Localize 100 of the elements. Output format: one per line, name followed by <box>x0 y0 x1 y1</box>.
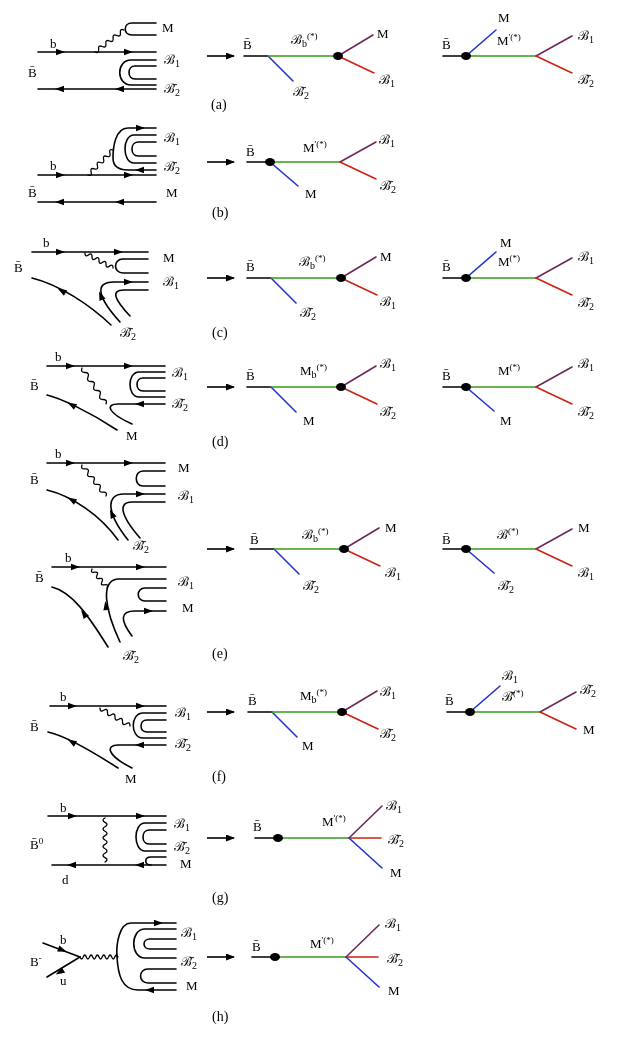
particle-label: M <box>162 20 174 36</box>
particle-label: ℬ̄$_{2}$ <box>174 839 190 855</box>
particle-label: B̄ <box>248 693 257 709</box>
particle-label: B$^{-}$ <box>30 954 42 970</box>
particle-label: ℬ̄$_{2}$ <box>303 578 319 594</box>
particle-label: B̄ <box>442 368 451 384</box>
particle-label: ℬ̄$_{2}$ <box>133 538 149 554</box>
particle-label: M$^{'(*)}$ <box>322 814 346 830</box>
particle-label: M <box>302 738 314 754</box>
particle-label: d <box>62 872 69 888</box>
particle-label: b <box>43 235 50 251</box>
particle-label: ℬ$_{1}$ <box>163 274 179 290</box>
particle-label: M <box>303 413 315 429</box>
particle-label: ℬ̄$_{2}$ <box>387 951 403 967</box>
particle-label: M <box>578 520 590 536</box>
particle-label: B̄ <box>28 185 37 201</box>
particle-label: b <box>60 689 67 705</box>
particle-label: M <box>380 249 392 265</box>
particle-label: B̄ <box>442 532 451 548</box>
particle-label: B̄$^{0}$ <box>30 837 44 853</box>
particle-label: M$^{'(*)}$ <box>303 140 327 156</box>
particle-label: b <box>60 800 67 816</box>
particle-label: ℬ$_{1}$ <box>174 816 190 832</box>
particle-label: B̄ <box>246 368 255 384</box>
panel-label: (h) <box>212 1009 229 1025</box>
particle-label: ℬ̄$_{2}$ <box>580 682 596 698</box>
particle-label: ℬ$_{1}$ <box>379 132 395 148</box>
particle-label: M$^{'(*)}$ <box>310 936 334 952</box>
particle-label: b <box>50 36 57 52</box>
particle-label: M <box>166 185 178 201</box>
particle-label: M <box>163 250 175 266</box>
particle-label: M <box>126 428 138 444</box>
particle-label: B̄ <box>445 693 454 709</box>
particle-label: M <box>385 520 397 536</box>
particle-label: ℬ̄$_{2}$ <box>164 159 180 175</box>
particle-label: B̄ <box>35 570 44 586</box>
particle-label: M <box>180 856 192 872</box>
particle-label: M$^{(*)}$ <box>498 254 521 270</box>
particle-label: ℬ̄$_{2}$ <box>123 648 139 664</box>
particle-label: ℬ̄$_{2}$ <box>380 404 396 420</box>
particle-label: M <box>186 978 198 994</box>
particle-label: ℬ$_{1}$ <box>578 356 594 372</box>
particle-label: M <box>583 722 595 738</box>
particle-label: M <box>178 460 190 476</box>
particle-label: ℬ̄$_{2}$ <box>388 832 404 848</box>
particle-label: ℬ̄$_{2}$ <box>164 81 180 97</box>
particle-label: ℬ$_{1}$ <box>386 798 402 814</box>
particle-label: M$^{'(*)}$ <box>497 33 521 49</box>
particle-label: b <box>55 446 62 462</box>
particle-label: ℬ$_{1}$ <box>380 294 396 310</box>
particle-label: ℬ̄$_{2}$ <box>498 578 514 594</box>
panel-label: (g) <box>212 890 229 906</box>
particle-label: u <box>60 973 67 989</box>
particle-label: ℬ̄$_{2}$ <box>300 305 316 321</box>
particle-label: B̄ <box>246 144 255 160</box>
particle-label: B̄ <box>246 259 255 275</box>
panel-label: (b) <box>212 205 229 221</box>
particle-label: ℬ$_{1}$ <box>178 574 194 590</box>
particle-label: M <box>500 413 512 429</box>
particle-label: ℬ̄$_{2}$ <box>181 954 197 970</box>
particle-label: b <box>65 550 72 566</box>
particle-label: B̄ <box>252 939 261 955</box>
particle-label: ℬ̄$_{2}$ <box>380 178 396 194</box>
particle-label: B̄ <box>253 819 262 835</box>
particle-label: ℬ$_{1}$ <box>172 365 188 381</box>
particle-label: M <box>390 865 402 881</box>
particle-label: ℬ̄$_{2}$ <box>578 295 594 311</box>
particle-label: B̄ <box>442 37 451 53</box>
particle-label: ℬ$^{(*)}$ <box>497 527 519 543</box>
particle-label: ℬ̄$_{2}$ <box>578 404 594 420</box>
particle-label: ℬ$_{1}$ <box>178 488 194 504</box>
particle-label: b <box>50 158 57 174</box>
particle-label: B̄ <box>14 260 23 276</box>
panel-label: (f) <box>212 769 226 785</box>
particle-label: ℬ̄$^{(*)}$ <box>502 689 524 705</box>
particle-label: ℬ̄$_{2}$ <box>120 325 136 341</box>
particle-label: M <box>125 771 137 787</box>
particle-label: ℬ$_{1}$ <box>164 52 180 68</box>
particle-label: B̄ <box>30 378 39 394</box>
particle-label: ℬ$_{1}$ <box>379 72 395 88</box>
particle-label: b <box>55 349 62 365</box>
particle-label: ℬ$_{1}$ <box>578 565 594 581</box>
particle-label: M <box>388 983 400 999</box>
particle-label: ℬ$_{1}$ <box>385 565 401 581</box>
particle-label: B̄ <box>243 37 252 53</box>
particle-label: M <box>498 10 510 26</box>
particle-label: B̄ <box>442 259 451 275</box>
particle-label: ℬ$_{1}$ <box>380 356 396 372</box>
particle-label: M <box>182 600 194 616</box>
particle-label: M <box>305 186 317 202</box>
particle-label: ℬ̄$_{2}$ <box>293 84 309 100</box>
panel-label: (c) <box>212 325 228 341</box>
particle-label: ℬ̄$_{2}$ <box>175 736 191 752</box>
particle-label: ℬ$_{1}$ <box>385 916 401 932</box>
panel-label: (e) <box>212 646 228 662</box>
particle-label: ℬ$_{1}$ <box>578 28 594 44</box>
particle-label: ℬ$_{1}$ <box>380 684 396 700</box>
particle-label: ℬ$_{1}$ <box>175 705 191 721</box>
particle-label: b <box>60 932 67 948</box>
particle-label: ℬ$_{1}$ <box>181 925 197 941</box>
